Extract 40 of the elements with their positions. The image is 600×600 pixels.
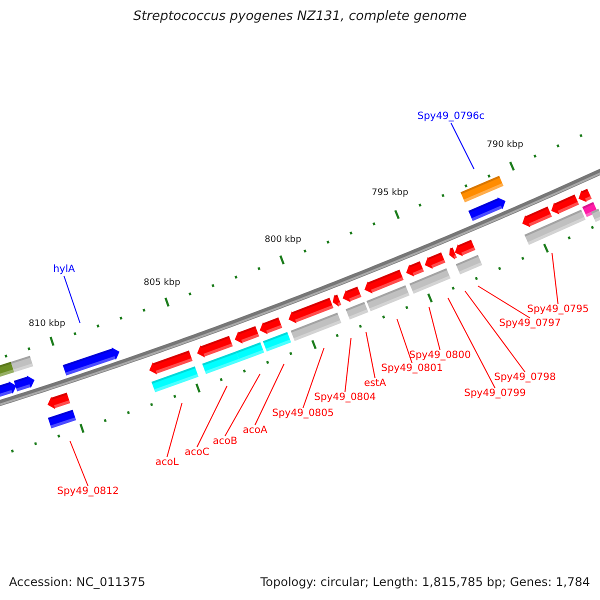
gene-label: acoC xyxy=(184,447,210,459)
gene-label: Spy49_0798 xyxy=(494,372,556,384)
gene-label: acoB xyxy=(212,436,238,448)
leader-line xyxy=(64,276,80,324)
scale-label: 795 kbp xyxy=(372,187,408,199)
leader-line xyxy=(224,374,260,436)
gene-label: acoA xyxy=(242,425,268,437)
leader-line xyxy=(396,318,412,364)
gene-label: Spy49_0797 xyxy=(499,318,561,330)
scale-label: 800 kbp xyxy=(264,234,302,246)
leader-line xyxy=(70,440,88,486)
gene-label: Spy49_0804 xyxy=(314,392,376,404)
gene-label: estA xyxy=(364,378,386,390)
footer-text: Accession: NC_011375 xyxy=(9,576,146,588)
leader-line xyxy=(302,348,324,408)
diagram-title: Streptococcus pyogenes NZ131, complete genome xyxy=(132,11,468,23)
leader-line xyxy=(552,252,558,304)
gene-label: hylA xyxy=(53,264,75,276)
scale-label: 810 kbp xyxy=(28,318,66,330)
gene-label: Spy49_0800 xyxy=(409,350,471,362)
footer-text: Topology: circular; Length: 1,815,785 bp; Genes: 1,784 xyxy=(260,576,590,588)
leader-line xyxy=(464,290,526,372)
leader-line xyxy=(344,338,352,392)
leader-line xyxy=(366,332,376,378)
scale-label: 790 kbp xyxy=(486,139,524,151)
gene-label: Spy49_0795 xyxy=(527,304,589,316)
leader-line xyxy=(478,286,530,318)
leader-line xyxy=(166,402,182,458)
gene-label: Spy49_0805 xyxy=(272,408,334,420)
leader-line xyxy=(428,306,440,350)
scale-label: 805 kbp xyxy=(144,277,180,289)
leader-line xyxy=(254,364,284,426)
gene-label: Spy49_0796c xyxy=(417,111,485,123)
gene-label: acoL xyxy=(155,457,179,469)
gene-label: Spy49_0799 xyxy=(464,388,526,400)
leader-line xyxy=(448,298,496,388)
leader-line xyxy=(450,122,474,170)
leader-line xyxy=(196,386,228,448)
gene-label: Spy49_0812 xyxy=(57,486,119,498)
gene-label: Spy49_0801 xyxy=(381,363,443,375)
